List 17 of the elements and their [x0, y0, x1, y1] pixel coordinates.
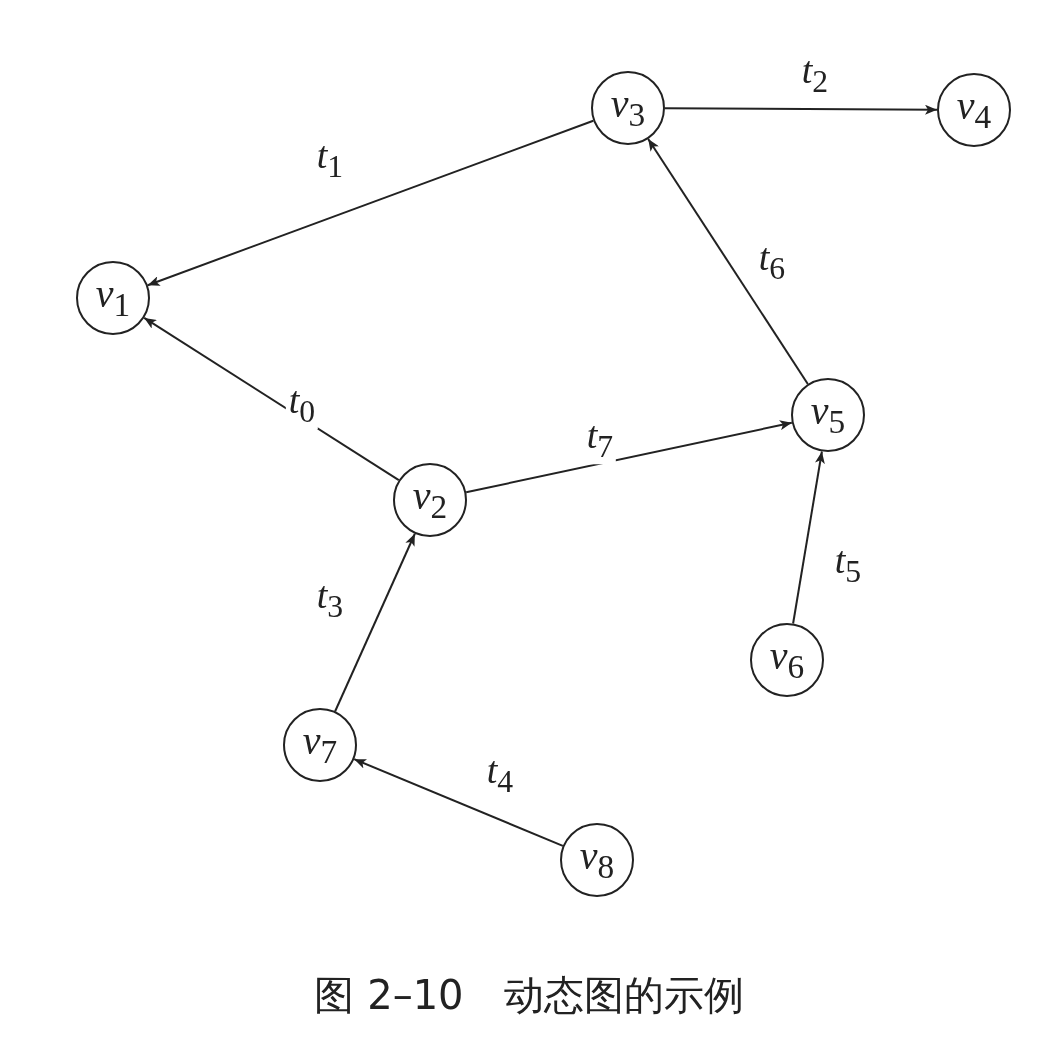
node-label: v$_{6}$: [769, 636, 805, 684]
arrow: [647, 138, 809, 385]
figure-caption: 图 2–10 动态图的示例: [314, 972, 744, 1018]
arrow: [143, 316, 400, 482]
arrow: [146, 119, 595, 287]
arrow: [465, 420, 793, 494]
arrow: [353, 758, 564, 847]
node-label: v$_{3}$: [610, 84, 646, 132]
node-label: v$_{5}$: [810, 391, 846, 439]
node-label: v$_{2}$: [412, 476, 448, 524]
node-label: v$_{1}$: [95, 274, 131, 322]
node-label: v$_{7}$: [302, 721, 338, 769]
node-label: v$_{4}$: [956, 86, 992, 134]
arrow: [334, 532, 416, 713]
arrow: [664, 104, 938, 115]
arrow: [792, 450, 825, 625]
node-label: v$_{8}$: [579, 836, 615, 884]
